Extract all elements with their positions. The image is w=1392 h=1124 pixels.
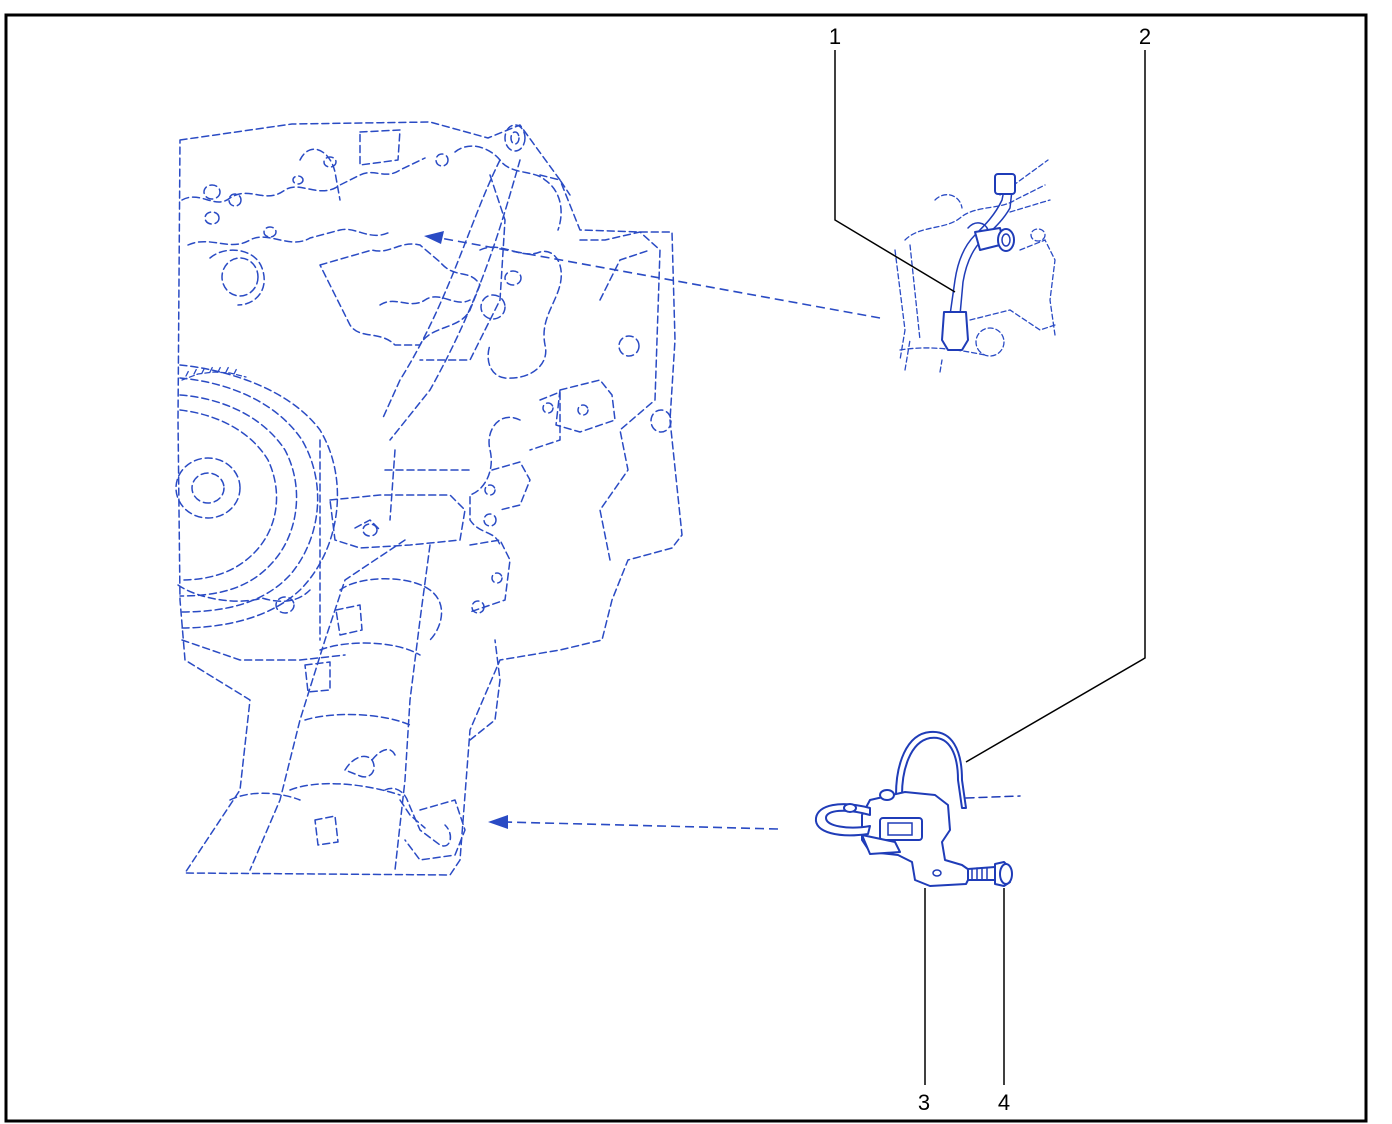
leader-lines	[834, 50, 1146, 1085]
callout-1: 1	[829, 24, 841, 49]
sensor-harness-inset	[894, 159, 1056, 373]
arrow-head-lower	[488, 815, 508, 829]
engine-block-phantom	[175, 121, 683, 876]
installation-arrows	[424, 231, 881, 830]
callout-3: 3	[918, 1090, 930, 1115]
callout-2: 2	[1139, 24, 1151, 49]
callout-4: 4	[998, 1090, 1010, 1115]
callout-labels: 1 2 3 4	[829, 24, 1151, 1115]
leader-line-2	[965, 50, 1146, 763]
sensor-bracket-assembly	[814, 730, 1021, 887]
arrow-head-upper	[424, 231, 444, 244]
diagram-frame	[4, 13, 1368, 1123]
leader-line-1	[834, 50, 956, 293]
